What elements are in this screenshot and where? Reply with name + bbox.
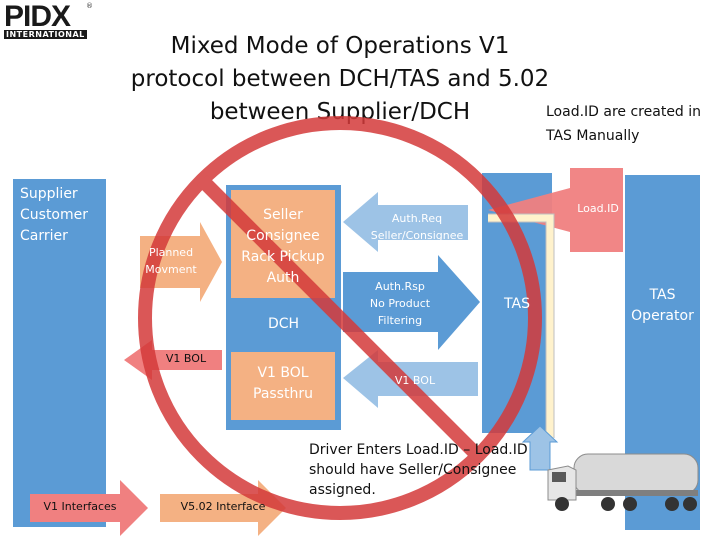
v1-bol-right-label: V1 BOL xyxy=(394,374,436,387)
note-line-1: Load.ID are created in xyxy=(546,104,702,120)
driver-line-1: Driver Enters Load.ID – Load.ID xyxy=(309,442,528,458)
auth-req-label: Auth.Req Seller/Consignee xyxy=(362,210,472,244)
tas-label: TAS xyxy=(504,296,530,312)
supplier-panel xyxy=(13,179,106,527)
operator-line-2: Operator xyxy=(631,308,694,324)
v1-interfaces-arrow xyxy=(30,480,148,536)
seller-consignee-label: Seller Consignee Rack Pickup Auth xyxy=(231,205,335,289)
load-id-arrow xyxy=(488,168,623,252)
auth-req-line-1: Auth.Req xyxy=(391,212,443,225)
supplier-line-1: Supplier xyxy=(20,186,78,202)
seller-consignee-box xyxy=(231,190,335,298)
driver-line-3: assigned. xyxy=(309,482,376,498)
load-id-label: Load.ID xyxy=(577,202,619,215)
title-line-2: protocol between DCH/TAS and 5.02 xyxy=(130,66,550,92)
bol-line-2: Passthru xyxy=(253,386,313,402)
auth-rsp-line-2: No Product xyxy=(369,297,431,310)
pidx-logo: PIDX ® INTERNATIONAL xyxy=(4,0,93,39)
planned-movement-label: Planned Movment xyxy=(140,244,202,278)
title-line-1: Mixed Mode of Operations V1 xyxy=(170,33,510,59)
planned-line-1: Planned xyxy=(148,246,194,259)
seller-line-3: Rack Pickup xyxy=(241,249,325,265)
auth-req-arrow xyxy=(343,192,468,252)
note-line-2: TAS Manually xyxy=(546,128,640,144)
supplier-label: Supplier Customer Carrier xyxy=(20,184,104,247)
bol-passthru-box xyxy=(231,352,335,420)
driver-instruction: Driver Enters Load.ID – Load.ID should h… xyxy=(309,440,539,500)
seller-line-2: Consignee xyxy=(246,228,320,244)
prohibition-icon xyxy=(138,116,542,520)
supplier-line-2: Customer xyxy=(20,207,89,223)
bol-line-1: V1 BOL xyxy=(257,365,309,381)
v1-bol-left-label: V1 BOL xyxy=(165,352,207,365)
operator-line-1: TAS xyxy=(649,287,676,303)
auth-rsp-line-3: Filtering xyxy=(377,314,423,327)
auth-req-line-2: Seller/Consignee xyxy=(370,229,464,242)
auth-rsp-arrow xyxy=(343,255,480,350)
bol-passthru-label: V1 BOL Passthru xyxy=(231,363,335,405)
logo-trademark: ® xyxy=(86,2,93,10)
seller-line-4: Auth xyxy=(266,270,300,286)
planned-line-2: Movment xyxy=(145,263,197,276)
v502-interface-label: V5.02 Interface xyxy=(180,500,266,513)
auth-rsp-line-1: Auth.Rsp xyxy=(375,280,425,293)
tas-operator-label: TAS Operator xyxy=(625,285,700,327)
dch-label: DCH xyxy=(267,316,300,332)
fuel-truck-icon xyxy=(547,453,699,511)
logo-text: PIDX xyxy=(4,0,71,33)
supplier-line-3: Carrier xyxy=(20,228,68,244)
page-title: Mixed Mode of Operations V1 protocol bet… xyxy=(120,30,560,129)
load-id-note: Load.ID are created in TAS Manually xyxy=(546,100,716,148)
driver-line-2: should have Seller/Consignee xyxy=(309,462,517,478)
logo-subtext: INTERNATIONAL xyxy=(4,30,87,39)
up-arrow xyxy=(521,425,559,471)
auth-rsp-label: Auth.Rsp No Product Filtering xyxy=(350,278,450,329)
v1-interfaces-label: V1 Interfaces xyxy=(43,500,117,513)
seller-line-1: Seller xyxy=(263,207,303,223)
